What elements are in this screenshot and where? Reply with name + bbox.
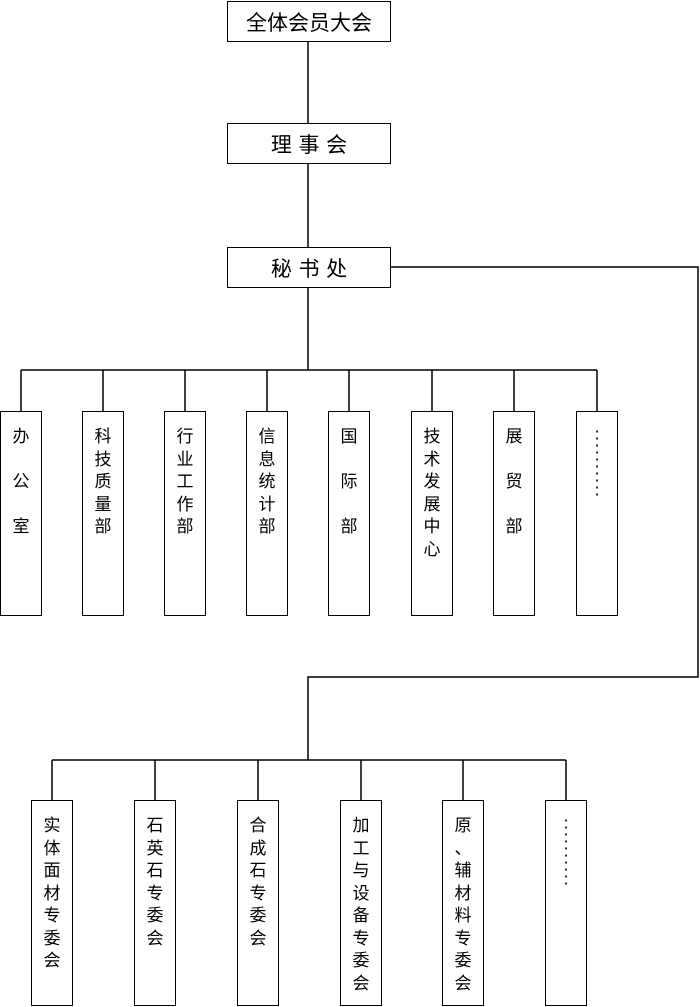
department-label: 科 技 质 量 部	[94, 427, 112, 537]
department-label: 展 贸 部	[505, 427, 523, 537]
department-label: 信 息 统 计 部	[258, 427, 276, 537]
committee-label: 原 、 辅 材 料 专 委 会	[454, 816, 472, 994]
general-assembly-label: 全体会员大会	[246, 10, 372, 35]
connector-secretariat-committees	[307, 266, 699, 760]
committee-box-raw-auxiliary-materials: 原 、 辅 材 料 专 委 会	[442, 800, 484, 1006]
department-box-tech-development-center: 技 术 发 展 中 心	[411, 411, 453, 616]
general-assembly-box: 全体会员大会	[227, 1, 391, 42]
committee-label: 石 英 石 专 委 会	[146, 816, 164, 949]
council-box: 理 事 会	[227, 123, 391, 164]
committee-box-more: · · · · · · · · · ·	[545, 800, 587, 1006]
ellipsis-dots: · · · · · · · · · ·	[563, 811, 569, 893]
committee-label: 实 体 面 材 专 委 会	[43, 816, 61, 971]
committee-box-synthetic-stone: 合 成 石 专 委 会	[237, 800, 279, 1006]
committee-box-processing-equipment: 加 工 与 设 备 专 委 会	[340, 800, 382, 1006]
council-label: 理 事 会	[270, 132, 348, 157]
department-box-industry-work: 行 业 工 作 部	[164, 411, 206, 616]
department-label: 国 际 部	[340, 427, 358, 537]
department-box-international: 国 际 部	[328, 411, 370, 616]
secretariat-box: 秘 书 处	[227, 247, 391, 288]
department-box-office: 办 公 室	[0, 411, 42, 616]
department-box-information-statistics: 信 息 统 计 部	[246, 411, 288, 616]
department-box-more: · · · · · · · · · ·	[576, 411, 618, 616]
secretariat-label: 秘 书 处	[270, 256, 348, 281]
committee-box-solid-surface: 实 体 面 材 专 委 会	[31, 800, 73, 1006]
department-label: 办 公 室	[12, 427, 30, 537]
ellipsis-dots: · · · · · · · · · ·	[594, 422, 600, 504]
committee-box-quartz-stone: 石 英 石 专 委 会	[134, 800, 176, 1006]
department-box-technology-quality: 科 技 质 量 部	[82, 411, 124, 616]
committee-label: 合 成 石 专 委 会	[249, 816, 267, 949]
committee-label: 加 工 与 设 备 专 委 会	[352, 816, 370, 994]
department-box-exhibition-trade: 展 贸 部	[493, 411, 535, 616]
department-label: 行 业 工 作 部	[176, 427, 194, 537]
department-label: 技 术 发 展 中 心	[423, 427, 441, 560]
